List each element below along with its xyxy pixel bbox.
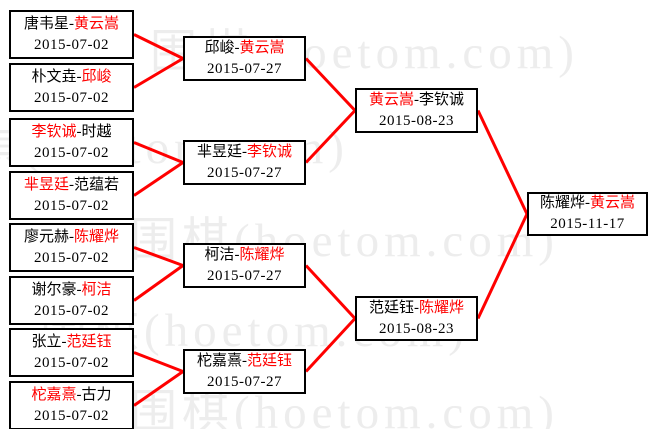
match-players: 范廷钰-陈耀烨 xyxy=(368,299,464,316)
connector-line xyxy=(476,213,529,320)
match-box-r2-2: 芈昱廷-李钦诚 2015-07-27 xyxy=(183,140,306,185)
match-players: 柁嘉熹-古力 xyxy=(31,386,112,403)
match-players: 邱峻-黄云嵩 xyxy=(204,39,285,56)
match-box-r1-5: 廖元赫-陈耀烨 2015-07-02 xyxy=(9,223,134,272)
match-box-r2-4: 柁嘉熹-范廷钰 2015-07-27 xyxy=(183,349,306,394)
match-date: 2015-07-27 xyxy=(207,373,282,390)
match-players: 黄云嵩-李钦诚 xyxy=(368,91,464,108)
connector-line xyxy=(476,109,529,215)
match-box-r1-1: 唐韦星-黄云嵩 2015-07-02 xyxy=(9,10,134,59)
match-players: 柁嘉熹-范廷钰 xyxy=(196,352,292,369)
connector-line xyxy=(133,161,184,197)
match-players: 廖元赫-陈耀烨 xyxy=(23,228,119,245)
connector-line xyxy=(133,141,184,164)
match-players: 柯洁-陈耀烨 xyxy=(204,246,285,263)
watermark-text: 围棋(hoetom.com) xyxy=(130,387,559,429)
connector-line xyxy=(133,57,184,89)
match-players: 陈耀烨-黄云嵩 xyxy=(539,195,635,211)
match-date: 2015-11-17 xyxy=(550,216,625,232)
connector-line xyxy=(304,264,357,320)
match-box-r1-8: 柁嘉熹-古力 2015-07-02 xyxy=(9,381,134,429)
match-date: 2015-07-02 xyxy=(34,354,109,371)
match-players: 谢尔豪-柯洁 xyxy=(31,281,112,298)
match-date: 2015-07-02 xyxy=(34,249,109,266)
match-date: 2015-07-27 xyxy=(207,267,282,284)
connector-line xyxy=(133,370,184,407)
match-date: 2015-07-02 xyxy=(34,407,109,424)
match-date: 2015-08-23 xyxy=(379,112,454,129)
match-box-r2-3: 柯洁-陈耀烨 2015-07-27 xyxy=(183,243,306,288)
match-players: 唐韦星-黄云嵩 xyxy=(23,15,119,32)
match-box-r1-3: 李钦诚-时越 2015-07-02 xyxy=(9,118,134,167)
connector-line xyxy=(133,264,184,302)
match-players: 李钦诚-时越 xyxy=(31,123,112,140)
match-date: 2015-07-27 xyxy=(207,60,282,77)
match-date: 2015-07-02 xyxy=(34,89,109,106)
match-date: 2015-07-02 xyxy=(34,36,109,53)
match-date: 2015-07-02 xyxy=(34,197,109,214)
match-date: 2015-07-02 xyxy=(34,302,109,319)
connector-line xyxy=(304,109,357,164)
match-box-sf-1: 黄云嵩-李钦诚 2015-08-23 xyxy=(355,88,478,133)
match-players: 芈昱廷-范蕴若 xyxy=(23,176,119,193)
match-box-final: 陈耀烨-黄云嵩 2015-11-17 xyxy=(527,192,648,236)
connector-line xyxy=(133,351,184,373)
match-box-sf-2: 范廷钰-陈耀烨 2015-08-23 xyxy=(355,296,478,341)
match-box-r1-6: 谢尔豪-柯洁 2015-07-02 xyxy=(9,276,134,325)
match-date: 2015-07-02 xyxy=(34,144,109,161)
connector-line xyxy=(304,57,357,112)
bracket-connectors xyxy=(133,33,529,407)
match-date: 2015-08-23 xyxy=(379,320,454,337)
match-players: 芈昱廷-李钦诚 xyxy=(196,143,292,160)
match-box-r1-7: 张立-范廷钰 2015-07-02 xyxy=(9,328,134,377)
match-players: 朴文垚-邱峻 xyxy=(31,68,112,85)
match-players: 张立-范廷钰 xyxy=(31,333,112,350)
connector-line xyxy=(133,246,184,267)
match-box-r1-2: 朴文垚-邱峻 2015-07-02 xyxy=(9,63,134,112)
match-box-r2-1: 邱峻-黄云嵩 2015-07-27 xyxy=(183,36,306,81)
match-date: 2015-07-27 xyxy=(207,164,282,181)
connector-line xyxy=(304,317,357,373)
connector-line xyxy=(133,33,184,60)
match-box-r1-4: 芈昱廷-范蕴若 2015-07-02 xyxy=(9,171,134,220)
